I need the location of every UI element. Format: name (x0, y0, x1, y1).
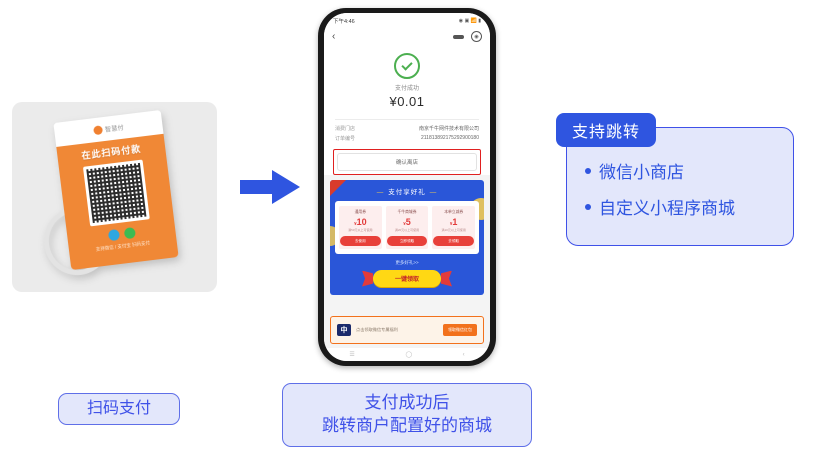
callout-list: 微信小商店 自定义小程序商城 (585, 158, 783, 230)
callout-item-label: 微信小商店 (599, 163, 684, 182)
badge-flow-caption: 支付成功后 跳转商户配置好的商城 (282, 383, 532, 447)
status-indicators: ◉ ▣ 📶 ▮ (458, 17, 481, 24)
list-item[interactable]: 本单立减券 ¥1 满10元以上可使用 去领取 (432, 206, 476, 249)
stand-headline: 在此扫码付款 (80, 143, 142, 161)
system-nav-bar: ☰ ◯ ‹ (324, 348, 490, 361)
coupon-amount: ¥5 (387, 217, 428, 227)
list-item: 自定义小程序商城 (585, 194, 783, 219)
nav-actions: ◉ (453, 31, 482, 42)
promo-dash-left: — (376, 189, 385, 196)
qr-stand-photo: 智慧付 在此扫码付款 支持微信 / 支付宝 扫码支付 (12, 102, 217, 292)
coupon-list: 通用券 ¥10 满50元以上可使用 去使用 千牛商城券 ¥5 满20元以上可使用… (335, 201, 479, 254)
payment-amount: ¥0.01 (389, 94, 425, 109)
promo-more-link[interactable]: 更多好礼>> (395, 260, 419, 265)
stand-card: 智慧付 在此扫码付款 支持微信 / 支付宝 扫码支付 (53, 109, 179, 271)
stand-body: 在此扫码付款 支持微信 / 支付宝 扫码支付 (56, 133, 179, 271)
order-details: 消费门店 南京千牛网件技术有限公司 订单编号 21181389217529290… (324, 115, 490, 145)
chevron-left-icon[interactable]: ‹ (332, 30, 336, 42)
ad-section: 中 点击领取微信专属福利 领取微信红包 (324, 311, 490, 348)
detail-value: 南京千牛网件技术有限公司 (418, 126, 479, 132)
coupon-name: 通用券 (354, 210, 367, 214)
coupon-button[interactable]: 去使用 (340, 236, 381, 246)
coupon-currency: ¥ (354, 221, 357, 226)
brand-logo-icon (92, 124, 103, 135)
claim-all-button[interactable]: 一键领取 (372, 270, 441, 287)
callout-item-label: 自定义小程序商城 (599, 199, 735, 218)
promo-title-text: 支付享好礼 (388, 189, 426, 196)
coupon-value: 1 (452, 217, 458, 227)
phone-screen: 下午4:46 ◉ ▣ 📶 ▮ ‹ ◉ 支付成功 ¥0.01 消费门店 南 (324, 13, 490, 361)
coupon-currency: ¥ (449, 221, 453, 226)
supported-targets-callout: 微信小商店 自定义小程序商城 (566, 127, 794, 246)
callout-header-tab: 支持跳转 (556, 113, 657, 147)
claim-row: 一键领取 (335, 270, 479, 287)
status-bar: 下午4:46 ◉ ▣ 📶 ▮ (324, 13, 490, 28)
coupon-condition: 满10元以上可使用 (441, 228, 466, 232)
coupon-amount: ¥1 (433, 217, 474, 227)
promo-card: —支付享好礼— 通用券 ¥10 满50元以上可使用 去使用 千牛商城券 ¥5 满 (330, 180, 484, 295)
promo-section: —支付享好礼— 通用券 ¥10 满50元以上可使用 去使用 千牛商城券 ¥5 满 (324, 175, 490, 311)
coupon-amount: ¥10 (340, 217, 381, 227)
right-arrow-icon (240, 170, 300, 204)
qr-pattern (86, 162, 147, 224)
ribbon-left-icon (361, 270, 373, 287)
coupon-condition: 满20元以上可使用 (394, 228, 420, 232)
detail-label: 订单编号 (335, 136, 356, 142)
list-item[interactable]: 千牛商城券 ¥5 满20元以上可使用 立即领取 (385, 206, 429, 249)
ad-button[interactable]: 领取微信红包 (443, 324, 477, 336)
camera-icon[interactable]: ◉ (471, 31, 482, 42)
detail-label: 消费门店 (335, 126, 356, 132)
detail-value: 211813892175292900180 (420, 135, 479, 141)
alipay-icon (107, 229, 120, 242)
bullet-icon (585, 167, 591, 174)
badge-scan-pay: 扫码支付 (58, 393, 180, 425)
ad-text: 点击领取微信专属福利 (356, 327, 398, 332)
coupon-value: 10 (356, 217, 367, 227)
promo-corner-ribbon-icon (330, 180, 346, 196)
payment-success-block: 支付成功 ¥0.01 (324, 45, 490, 115)
coupon-value: 5 (405, 217, 411, 227)
more-icon[interactable] (453, 34, 464, 39)
merchant-action-button[interactable]: 确认离店 (337, 153, 477, 171)
coupon-currency: ¥ (403, 221, 406, 226)
ribbon-right-icon (441, 270, 452, 287)
flow-arrow (240, 168, 302, 206)
caption-line-2: 跳转商户配置好的商城 (322, 416, 492, 435)
phone-mockup: 下午4:46 ◉ ▣ 📶 ▮ ‹ ◉ 支付成功 ¥0.01 消费门店 南 (318, 8, 496, 366)
caption-line-1: 支付成功后 (364, 393, 450, 413)
home-icon[interactable]: ◯ (405, 352, 413, 358)
bullet-icon (585, 203, 591, 210)
wechat-pay-icon (123, 227, 136, 240)
stand-footer-note: 支持微信 / 支付宝 扫码支付 (95, 240, 151, 252)
status-time: 下午4:46 (333, 18, 355, 25)
coupon-name: 千牛商城券 (397, 210, 417, 214)
qr-code-icon (82, 159, 150, 227)
ad-logo-icon: 中 (337, 324, 351, 336)
table-row: 消费门店 南京千牛网件技术有限公司 (335, 125, 479, 132)
coupon-button[interactable]: 立即领取 (386, 236, 428, 246)
ad-banner[interactable]: 中 点击领取微信专属福利 领取微信红包 (330, 316, 484, 344)
back-icon[interactable]: ‹ (462, 351, 465, 358)
divider (335, 119, 479, 120)
coupon-button[interactable]: 去领取 (433, 236, 475, 246)
app-nav-bar: ‹ ◉ (324, 28, 490, 45)
promo-dash-right: — (429, 189, 438, 196)
list-item[interactable]: 通用券 ¥10 满50元以上可使用 去使用 (339, 206, 382, 249)
coupon-condition: 满50元以上可使用 (348, 228, 373, 232)
list-item: 微信小商店 (585, 158, 783, 183)
success-check-icon (394, 53, 420, 79)
coupon-name: 本单立减券 (444, 210, 464, 214)
recents-icon[interactable]: ☰ (349, 352, 355, 358)
payment-method-icons (107, 227, 136, 242)
brand-name: 智慧付 (104, 125, 125, 134)
table-row: 订单编号 211813892175292900180 (335, 135, 479, 142)
promo-title: —支付享好礼— (335, 186, 479, 196)
highlight-box: 确认离店 (333, 149, 481, 175)
qr-stand-graphic: 智慧付 在此扫码付款 支持微信 / 支付宝 扫码支付 (40, 109, 179, 279)
payment-status-label: 支付成功 (394, 86, 419, 92)
